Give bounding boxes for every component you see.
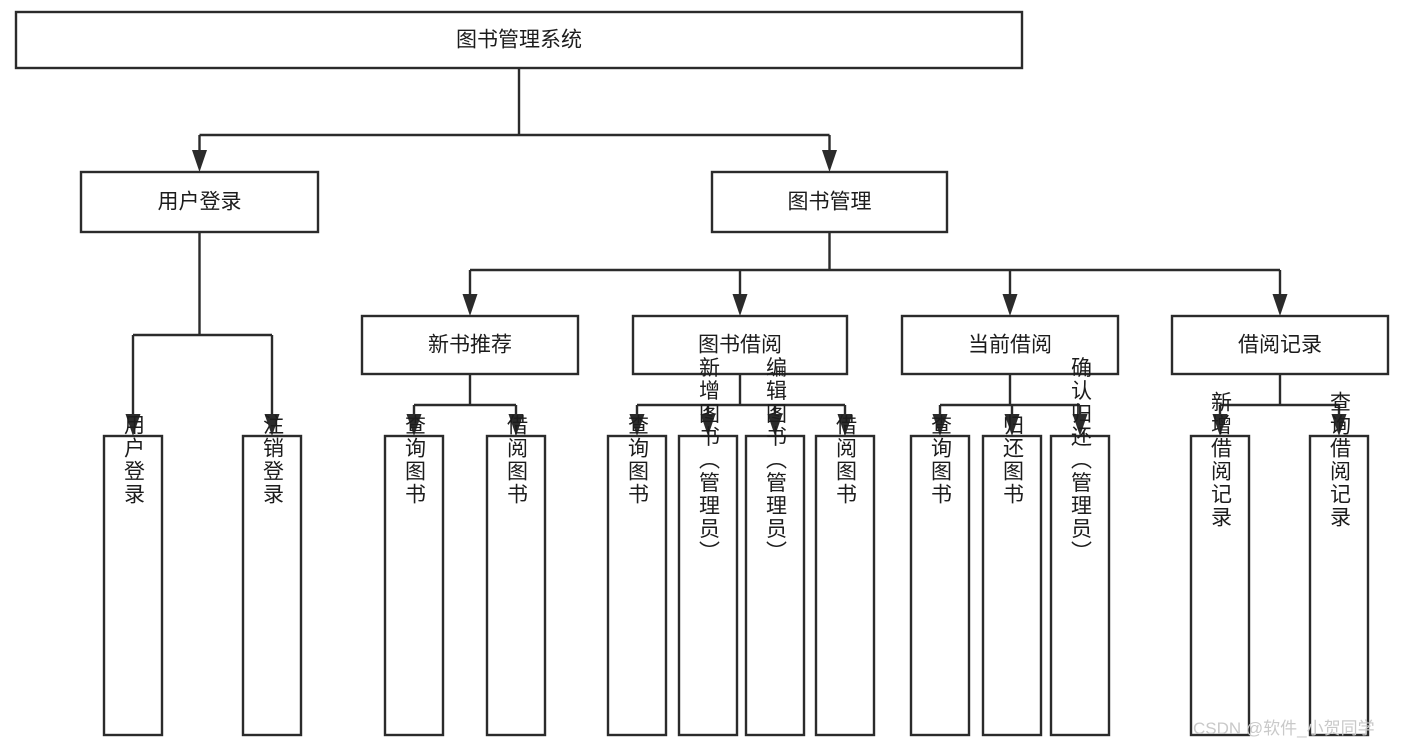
node-label: 新增借阅记录 <box>1209 391 1233 529</box>
node-label: 图书管理 <box>788 191 872 214</box>
node-leaf-confirm-return[interactable]: 确认归还（管理员） <box>1049 357 1111 737</box>
node-label: 新增图书（管理员） <box>697 357 721 564</box>
node-leaf-query-record[interactable]: 查询借阅记录 <box>1308 391 1370 737</box>
node-label: 借阅图书 <box>834 414 858 506</box>
node-box <box>102 434 164 737</box>
node-box <box>744 434 806 737</box>
node-label: 借阅记录 <box>1238 334 1322 357</box>
node-user-login[interactable]: 用户登录 <box>79 170 320 234</box>
node-label: 新书推荐 <box>428 334 512 357</box>
node-label: 查询图书 <box>929 414 953 506</box>
node-label: 查询图书 <box>403 414 427 506</box>
arrow-head-icon <box>406 414 422 436</box>
node-label: 注销登录 <box>261 414 285 506</box>
node-box <box>383 434 445 737</box>
node-label: 用户登录 <box>122 414 146 506</box>
arrow-head-icon <box>462 294 478 316</box>
arrow-head-icon <box>1072 414 1088 436</box>
node-label: 图书借阅 <box>698 334 782 357</box>
arrow-head-icon <box>508 414 524 436</box>
node-box <box>1189 434 1251 737</box>
node-box <box>631 314 849 376</box>
arrow-head-icon <box>1212 414 1228 436</box>
arrow-head-icon <box>767 414 783 436</box>
node-leaf-add-record[interactable]: 新增借阅记录 <box>1189 391 1251 737</box>
node-box <box>710 170 949 234</box>
diagram-nodes-layer: 图书管理系统用户登录图书管理新书推荐图书借阅当前借阅借阅记录用户登录注销登录查询… <box>14 10 1390 737</box>
node-leaf-add-book[interactable]: 新增图书（管理员） <box>677 357 739 737</box>
node-box <box>677 434 739 737</box>
arrow-head-icon <box>125 414 141 436</box>
node-leaf-borrow-book-2[interactable]: 借阅图书 <box>814 414 876 737</box>
arrow-head-icon <box>264 414 280 436</box>
node-current-borrow[interactable]: 当前借阅 <box>900 314 1120 376</box>
node-box <box>1170 314 1390 376</box>
node-root[interactable]: 图书管理系统 <box>14 10 1024 70</box>
node-box <box>241 434 303 737</box>
arrow-head-icon <box>192 150 207 172</box>
node-leaf-borrow-book-1[interactable]: 借阅图书 <box>485 414 547 737</box>
node-new-book-rec[interactable]: 新书推荐 <box>360 314 580 376</box>
node-box <box>485 434 547 737</box>
node-box <box>900 314 1120 376</box>
node-label: 图书管理系统 <box>456 29 582 52</box>
arrow-head-icon <box>1272 294 1288 316</box>
arrow-head-icon <box>822 150 837 172</box>
node-label: 借阅图书 <box>505 414 529 506</box>
node-leaf-query-book-3[interactable]: 查询图书 <box>909 414 971 737</box>
node-box <box>79 170 320 234</box>
node-label: 查询借阅记录 <box>1328 391 1352 529</box>
node-leaf-query-book-2[interactable]: 查询图书 <box>606 414 668 737</box>
node-leaf-return-book[interactable]: 归还图书 <box>981 414 1043 737</box>
connector-edges-layer <box>125 68 1347 436</box>
arrow-head-icon <box>837 414 853 436</box>
node-box <box>909 434 971 737</box>
node-book-borrow[interactable]: 图书借阅 <box>631 314 849 376</box>
arrow-head-icon <box>732 294 748 316</box>
node-box <box>981 434 1043 737</box>
node-label: 当前借阅 <box>968 334 1052 357</box>
arrow-head-icon <box>629 414 645 436</box>
arrow-head-icon <box>700 414 716 436</box>
node-box <box>1308 434 1370 737</box>
node-label: 编辑图书（管理员） <box>764 357 788 564</box>
arrow-head-icon <box>1004 414 1020 436</box>
arrow-head-icon <box>1002 294 1018 316</box>
node-box <box>606 434 668 737</box>
node-box <box>814 434 876 737</box>
arrow-head-icon <box>1331 414 1347 436</box>
node-leaf-logout[interactable]: 注销登录 <box>241 414 303 737</box>
node-leaf-edit-book[interactable]: 编辑图书（管理员） <box>744 357 806 737</box>
node-box <box>360 314 580 376</box>
arrow-head-icon <box>932 414 948 436</box>
node-leaf-user-login[interactable]: 用户登录 <box>102 414 164 737</box>
node-leaf-query-book-1[interactable]: 查询图书 <box>383 414 445 737</box>
node-box <box>1049 434 1111 737</box>
node-box <box>14 10 1024 70</box>
node-borrow-record[interactable]: 借阅记录 <box>1170 314 1390 376</box>
node-book-manage[interactable]: 图书管理 <box>710 170 949 234</box>
node-label: 确认归还（管理员） <box>1069 357 1093 564</box>
csdn-watermark: CSDN @软件_小贺同学 <box>1193 719 1375 738</box>
node-label: 查询图书 <box>626 414 650 506</box>
node-label: 归还图书 <box>1001 414 1025 506</box>
node-label: 用户登录 <box>158 191 242 214</box>
